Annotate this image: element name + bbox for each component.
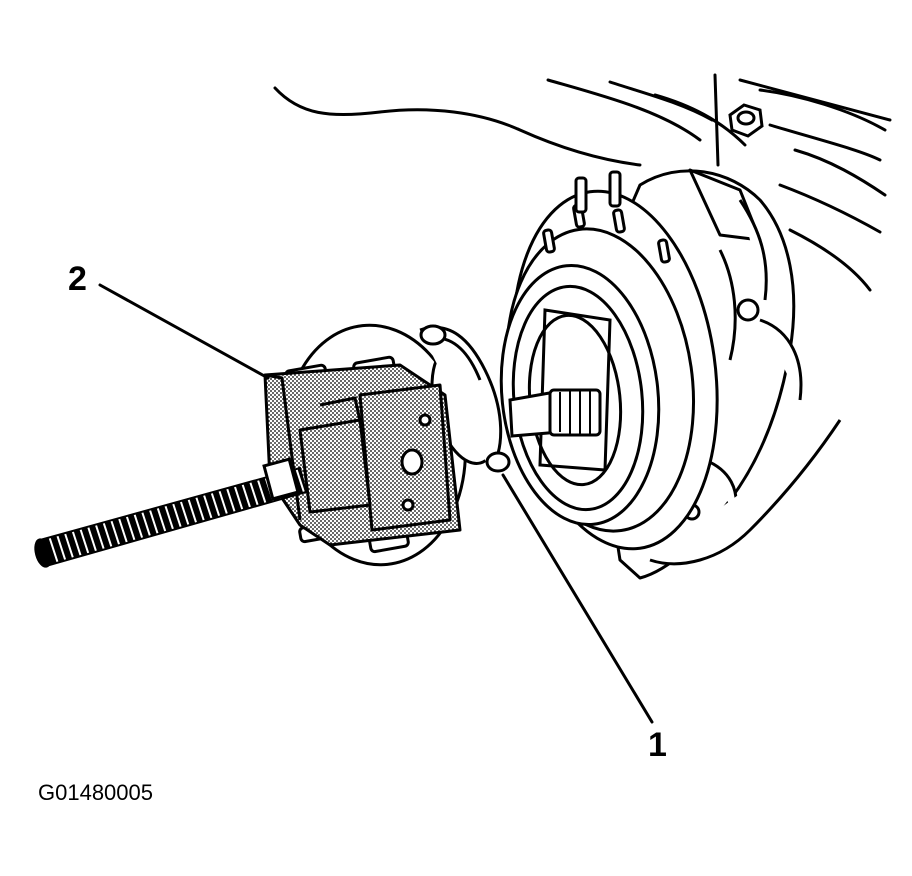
leader-line-1	[501, 473, 654, 724]
forcing-screw	[34, 457, 308, 568]
leader-lines	[98, 283, 654, 724]
hub-puller-tool	[263, 363, 462, 547]
frame-nut	[728, 103, 764, 138]
bearing-bore	[499, 263, 661, 527]
figure-id: G01480005	[38, 780, 153, 805]
leader-line-2	[98, 283, 270, 380]
callout-1: 1	[648, 726, 667, 764]
axle-spline	[508, 388, 602, 438]
rotor-studs	[574, 170, 622, 214]
vehicle-body-outline	[273, 73, 892, 292]
callout-2: 2	[68, 260, 87, 298]
